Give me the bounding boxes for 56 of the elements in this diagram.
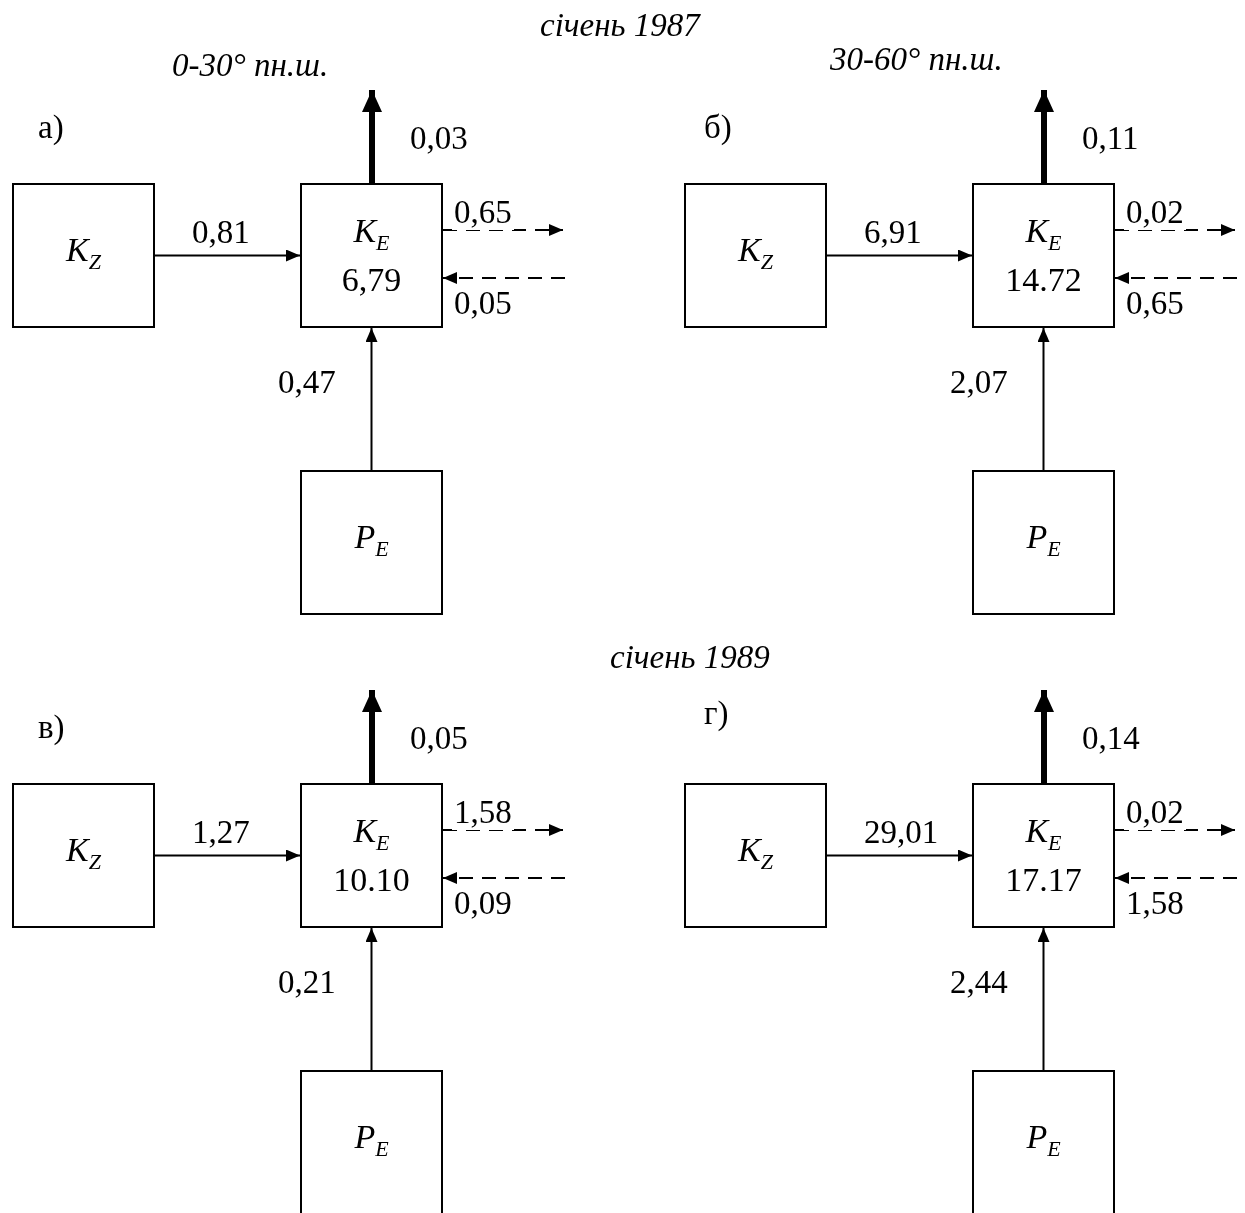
process-box	[12, 783, 155, 928]
arrow	[1114, 872, 1238, 884]
arrow	[442, 872, 566, 884]
symbol-label: K$_{Z}$	[738, 230, 773, 276]
process-box	[972, 783, 1115, 928]
arrow	[1034, 690, 1054, 783]
panel-label: а)	[38, 108, 64, 146]
symbol-label: K$_{Z}$	[66, 830, 101, 876]
arrow	[826, 249, 973, 262]
process-box	[684, 183, 827, 328]
arrow	[362, 690, 382, 783]
process-box	[12, 183, 155, 328]
process-box	[972, 1070, 1115, 1213]
symbol-label: P$_{E}$	[354, 1117, 389, 1163]
section-heading: січень 1989	[610, 638, 770, 676]
value-label: 14.72	[1005, 261, 1082, 300]
symbol-label: K$_{E}$	[1025, 211, 1062, 257]
panel-label: в)	[38, 708, 65, 746]
value-label: 10.10	[333, 861, 410, 900]
symbol-label: P$_{E}$	[354, 517, 389, 563]
arrow	[1114, 224, 1236, 236]
symbol-label: K$_{E}$	[353, 211, 390, 257]
symbol-label: P$_{E}$	[1026, 517, 1061, 563]
arrow	[442, 224, 564, 236]
process-box	[684, 783, 827, 928]
symbol-label: K$_{E}$	[1025, 811, 1062, 857]
arrow	[442, 272, 566, 284]
arrow	[1034, 90, 1054, 183]
latitude-label: 30-60° пн.ш.	[830, 40, 1003, 78]
arrow	[1114, 272, 1238, 284]
panel-label: б)	[704, 108, 732, 146]
arrow	[1037, 927, 1050, 1071]
process-box	[972, 470, 1115, 615]
arrow	[362, 90, 382, 183]
arrow	[826, 849, 973, 862]
arrow	[365, 927, 378, 1071]
section-heading: січень 1987	[540, 6, 700, 44]
process-box	[300, 783, 443, 928]
process-box	[300, 1070, 443, 1213]
arrow	[154, 849, 301, 862]
panel-label: г)	[704, 694, 729, 732]
arrow	[1114, 824, 1236, 836]
arrow	[1037, 327, 1050, 471]
value-label: 6,79	[341, 261, 402, 300]
arrow	[442, 824, 564, 836]
arrow	[154, 249, 301, 262]
process-box	[300, 183, 443, 328]
latitude-label: 0-30° пн.ш.	[172, 46, 329, 84]
process-box	[300, 470, 443, 615]
symbol-label: K$_{Z}$	[66, 230, 101, 276]
process-box	[972, 183, 1115, 328]
symbol-label: P$_{E}$	[1026, 1117, 1061, 1163]
value-label: 17.17	[1005, 861, 1082, 900]
symbol-label: K$_{E}$	[353, 811, 390, 857]
arrow	[365, 327, 378, 471]
symbol-label: K$_{Z}$	[738, 830, 773, 876]
